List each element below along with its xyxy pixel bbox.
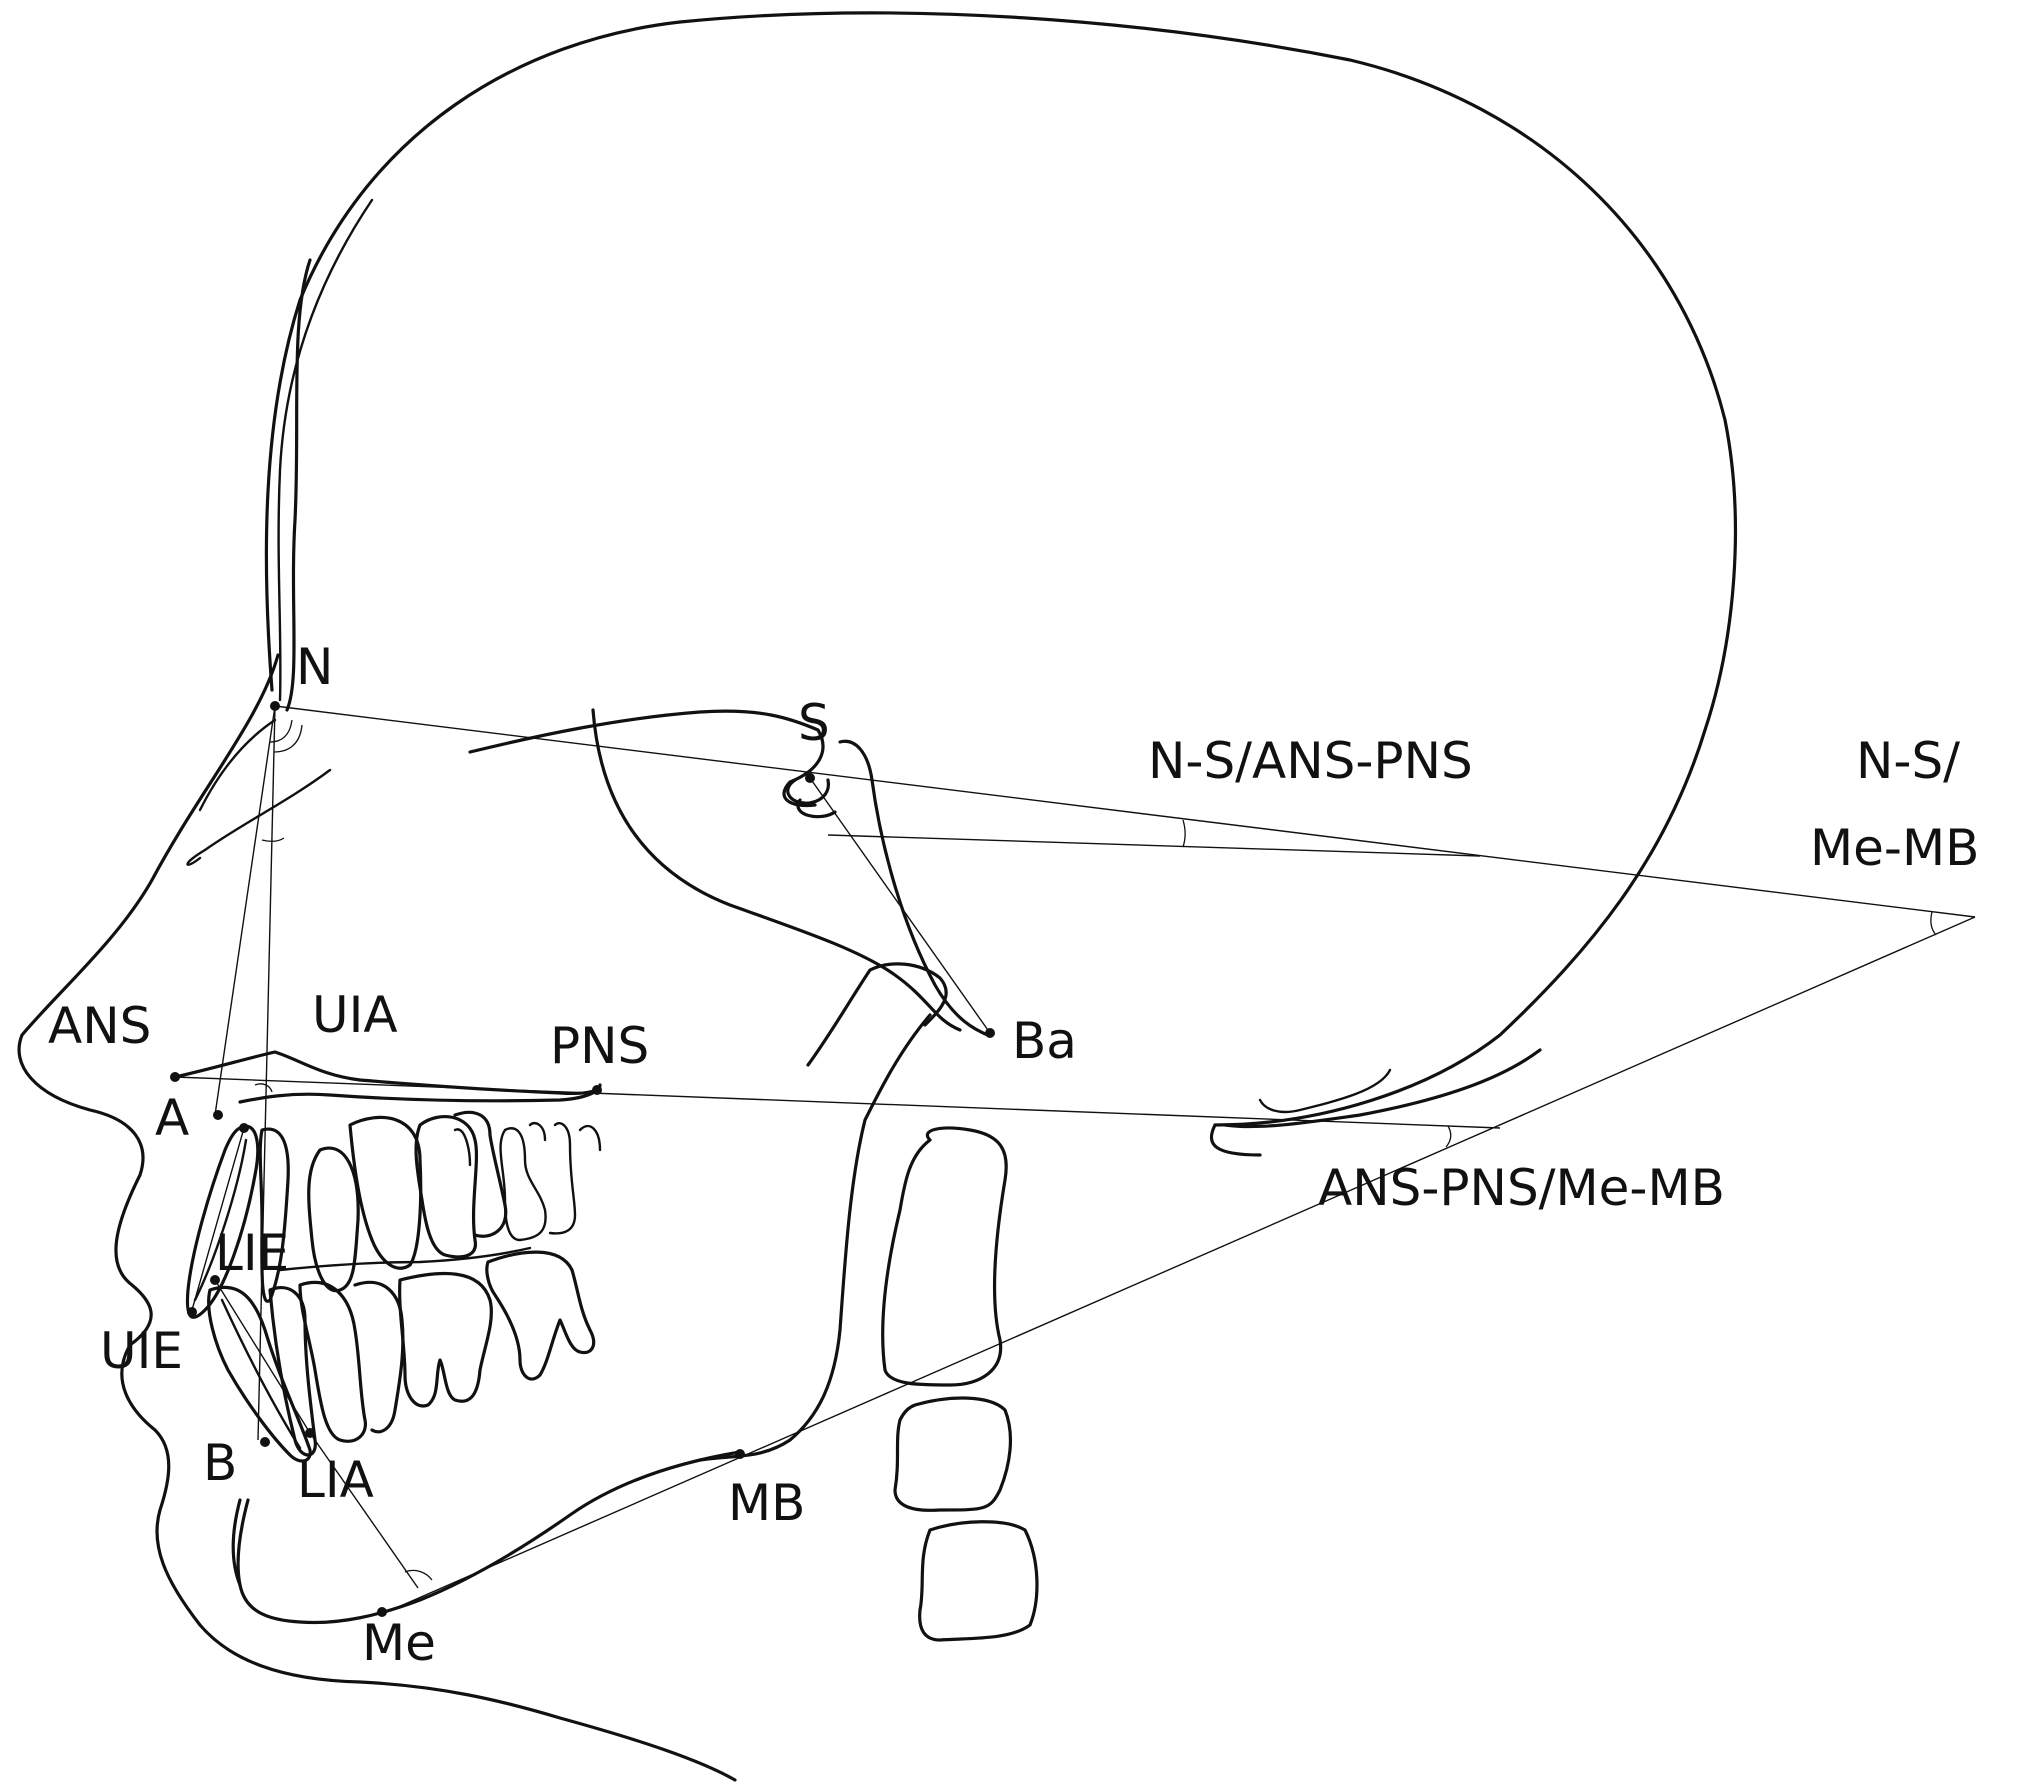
pterygomaxillary: [806, 962, 948, 1067]
label-ba: Ba: [1012, 1012, 1077, 1070]
arc-me: [404, 1569, 433, 1581]
angle-arcs: [254, 719, 1937, 1581]
label-pns: PNS: [550, 1017, 649, 1075]
label-s: S: [798, 694, 830, 752]
line-a-uia: [214, 705, 276, 1116]
label-mb: MB: [728, 1474, 805, 1532]
landmark-dots: [170, 701, 995, 1617]
soft-tissue-forehead: [285, 258, 312, 712]
occipital-base: [1209, 1048, 1542, 1157]
lower-incisor-inner: [220, 1298, 302, 1450]
cranial-vault: [264, 11, 1737, 1127]
label-b: B: [203, 1434, 237, 1492]
label-ns-memb-line2: Me-MB: [1810, 819, 1979, 877]
dot-uie: [187, 1307, 197, 1317]
lower-premolar-1: [298, 1280, 367, 1443]
label-uie: UIE: [100, 1322, 183, 1380]
dot-ba: [985, 1028, 995, 1038]
line-lie-lia: [214, 1279, 311, 1434]
arc-orbit-n: [261, 837, 285, 842]
label-anspns-memb: ANS-PNS/Me-MB: [1318, 1159, 1725, 1217]
dot-a: [213, 1110, 223, 1120]
line-uia-uie: [191, 1127, 245, 1311]
nasal-bone: [198, 718, 277, 812]
dot-ans: [170, 1072, 180, 1082]
upper-incisor-inner: [193, 1138, 248, 1302]
label-uia: UIA: [312, 986, 398, 1044]
pterygoid-outline: [591, 708, 962, 1032]
arc-ns-memb: [1930, 911, 1937, 936]
upper-premolar-1: [307, 1146, 360, 1293]
dot-me: [377, 1607, 387, 1617]
vertebra-c3: [893, 1396, 1013, 1512]
sella-turcica: [786, 778, 837, 819]
frontal-inner: [277, 198, 374, 702]
label-n: N: [296, 638, 333, 696]
cervical-vertebrae: [881, 1126, 1039, 1642]
soft-tissue-profile: [17, 653, 737, 1782]
line-n-me: [257, 705, 276, 1441]
dot-lia: [305, 1428, 315, 1438]
dot-n: [270, 701, 280, 711]
lower-incisor: [207, 1285, 312, 1463]
dot-uia: [239, 1123, 249, 1133]
upper-molar-2: [453, 1110, 508, 1238]
vertebra-c4: [918, 1520, 1039, 1642]
vertebra-c2-dens: [881, 1126, 1008, 1387]
label-lie: LIE: [215, 1224, 289, 1282]
orbit-rim: [186, 768, 332, 866]
line-n-s-extended: [274, 705, 1976, 918]
dot-b: [260, 1437, 270, 1447]
label-ns-memb-line1: N-S/: [1856, 732, 1960, 790]
symphysis: [231, 1498, 242, 1587]
lower-premolar-2: [353, 1280, 405, 1434]
label-ans: ANS: [48, 997, 151, 1055]
line-me-mb-extended: [379, 916, 1976, 1616]
line-parallel-ns: [827, 834, 1481, 857]
occlusal-line: [278, 1246, 532, 1272]
dot-mb: [735, 1449, 745, 1459]
label-ns-anspns: N-S/ANS-PNS: [1148, 732, 1473, 790]
dot-s: [805, 773, 815, 783]
upper-molar-roots: [453, 1121, 602, 1242]
arc-uia: [254, 1083, 273, 1093]
dot-pns: [592, 1085, 602, 1095]
lower-molar-1: [398, 1271, 493, 1408]
skull-outline-group: [17, 11, 1737, 1782]
arc-n-angle-2: [273, 724, 303, 753]
line-lia-me: [309, 1432, 419, 1589]
dot-lie: [210, 1275, 220, 1285]
label-lia: LIA: [297, 1451, 374, 1509]
arc-anspns-memb: [1445, 1125, 1452, 1148]
upper-incisor: [185, 1124, 260, 1319]
line-s-ba: [809, 777, 991, 1034]
label-me: Me: [362, 1614, 436, 1672]
reference-lines: [174, 705, 1976, 1616]
anterior-cranial-base: [468, 709, 825, 808]
clivus: [838, 739, 992, 1038]
label-a: A: [155, 1089, 189, 1147]
palate: [173, 1050, 602, 1104]
arc-n-angle: [269, 719, 293, 743]
landmark-labels: N S Ba ANS UIA PNS A LIE UIE B LIA Me MB: [48, 638, 1077, 1672]
upper-molar-1: [414, 1115, 479, 1259]
angle-labels: N-S/ANS-PNS N-S/ Me-MB ANS-PNS/Me-MB: [1148, 732, 1979, 1217]
line-ans-pns-extended: [174, 1076, 1501, 1129]
occipital-ridge: [1258, 1068, 1392, 1114]
arc-ns-anspns: [1182, 819, 1186, 848]
lower-molar-2: [485, 1250, 596, 1381]
upper-premolar-2: [348, 1115, 423, 1270]
mandible-ramus: [698, 1013, 932, 1462]
